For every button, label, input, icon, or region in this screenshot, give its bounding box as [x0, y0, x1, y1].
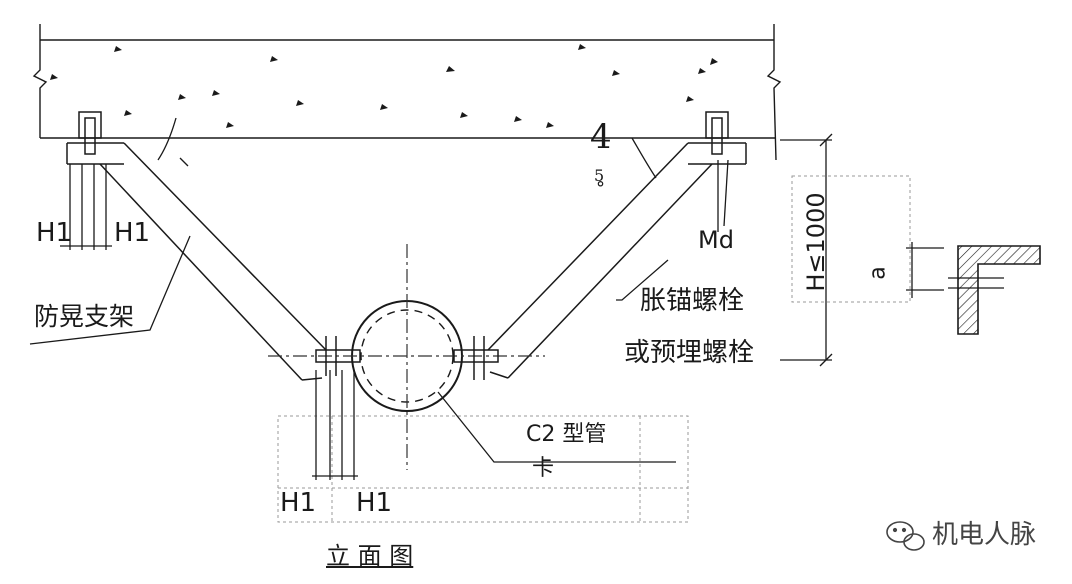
- watermark-text: 机电人脉: [932, 520, 1037, 550]
- concrete-slab: [32, 24, 782, 161]
- md-label: Md: [698, 226, 734, 254]
- wechat-bubble-icon: [886, 521, 925, 551]
- aggregate-marks: [50, 44, 718, 128]
- angle-label-degree: °: [596, 178, 605, 199]
- view-title: 立 面 图: [326, 542, 414, 570]
- bottom-h1-extension-lines: [312, 370, 358, 480]
- anchor-bolt-label-line2: 或预埋螺栓: [624, 338, 755, 368]
- leader-lines: [29, 117, 729, 463]
- pipe-clamp: [268, 244, 545, 470]
- top-h1-dimension-lines: [60, 164, 112, 250]
- right-diagonal-brace: [487, 142, 713, 379]
- h1-label-top-left-b: H1: [114, 218, 151, 248]
- height-limit-label: H≤1000: [802, 192, 830, 292]
- anchor-bolt-label-line1: 胀锚螺栓: [640, 286, 745, 316]
- h1-label-top-left-a: H1: [36, 218, 73, 248]
- sway-brace-label: 防晃支架: [34, 302, 135, 331]
- right-anchor-assembly: [688, 111, 747, 165]
- h1-label-bottom-a: H1: [280, 488, 317, 518]
- bottom-dimension-frame: [277, 415, 689, 523]
- pipe-clamp-label-line1: C2 型管: [526, 422, 607, 447]
- h1-label-bottom-b: H1: [356, 488, 393, 518]
- angle-label-4: 4: [590, 117, 612, 157]
- left-anchor-assembly: [66, 111, 124, 165]
- angle-steel-section: [906, 242, 1041, 335]
- height-dimension: [780, 133, 911, 367]
- left-diagonal-brace: [99, 142, 327, 381]
- pipe-clamp-label-line2: 卡: [532, 456, 555, 481]
- angle-label-5: 5: [594, 166, 605, 185]
- dim-a-label: a: [865, 266, 891, 280]
